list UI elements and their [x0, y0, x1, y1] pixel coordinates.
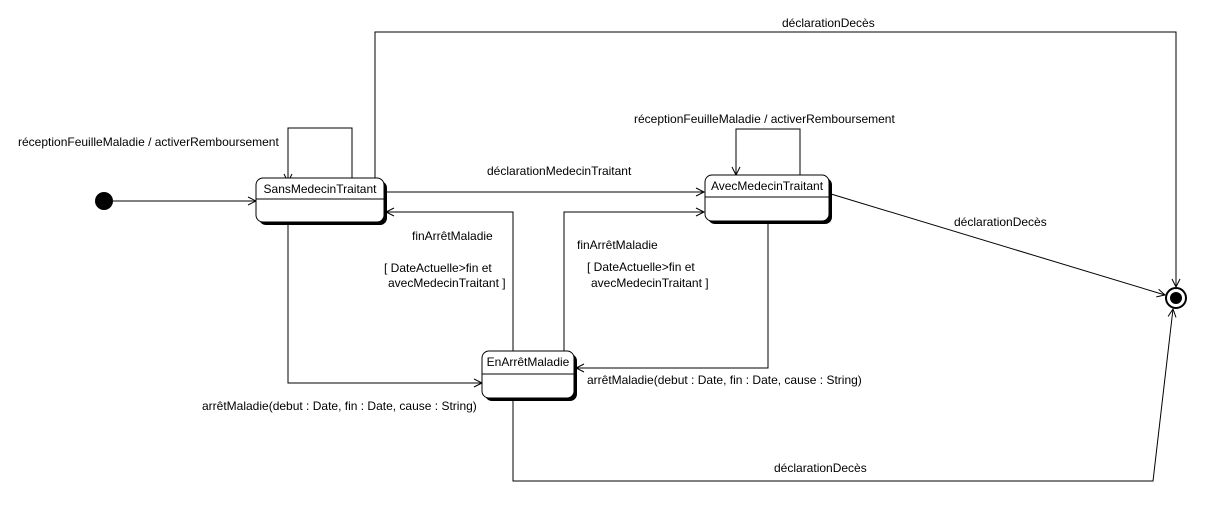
label-fin-arret-right: finArrêtMaladie: [577, 238, 658, 252]
label-arret-left: arrêtMaladie(debut : Date, fin : Date, c…: [202, 399, 477, 413]
label-deces-bottom: déclarationDecès: [774, 461, 867, 475]
state-sans-medecin: SansMedecinTraitant: [255, 177, 387, 225]
transition-deces-top: [374, 31, 1181, 289]
label-guard-left-2: avecMedecinTraitant ]: [388, 276, 506, 290]
label-guard-right-2: avecMedecinTraitant ]: [591, 276, 709, 290]
transition-fin-arret-right: [563, 207, 706, 351]
transition-deces-bottom: [512, 307, 1177, 482]
self-loop-avec: [731, 128, 801, 177]
label-self-sans: réceptionFeuilleMaladie / activerRembour…: [18, 135, 279, 149]
label-deces-avec: déclarationDecès: [954, 215, 1047, 229]
initial-transition: [113, 196, 258, 206]
label-guard-right-1: [ DateActuelle>fin et: [587, 260, 695, 274]
label-guard-left-1: [ DateActuelle>fin et: [384, 261, 492, 275]
label-arret-right: arrêtMaladie(debut : Date, fin : Date, c…: [587, 373, 862, 387]
transition-declaration-medecin: [385, 187, 706, 197]
final-state: [1165, 287, 1187, 309]
initial-state: [95, 192, 113, 210]
transition-arret-left: [287, 224, 484, 388]
label-self-avec: réceptionFeuilleMaladie / activerRembour…: [634, 112, 895, 126]
self-loop-sans: [283, 127, 353, 184]
state-en-arret: EnArrêtMaladie: [481, 350, 577, 401]
label-fin-arret-left: finArrêtMaladie: [412, 229, 493, 243]
label-declaration-medecin: déclarationMedecinTraitant: [487, 164, 632, 178]
state-sans-medecin-name: SansMedecinTraitant: [264, 182, 378, 196]
state-en-arret-name: EnArrêtMaladie: [487, 355, 570, 369]
state-avec-medecin-name: AvecMedecinTraitant: [711, 179, 824, 193]
transition-deces-avec: [830, 193, 1167, 298]
label-deces-top: déclarationDecès: [782, 16, 875, 30]
state-avec-medecin: AvecMedecinTraitant: [704, 174, 832, 224]
